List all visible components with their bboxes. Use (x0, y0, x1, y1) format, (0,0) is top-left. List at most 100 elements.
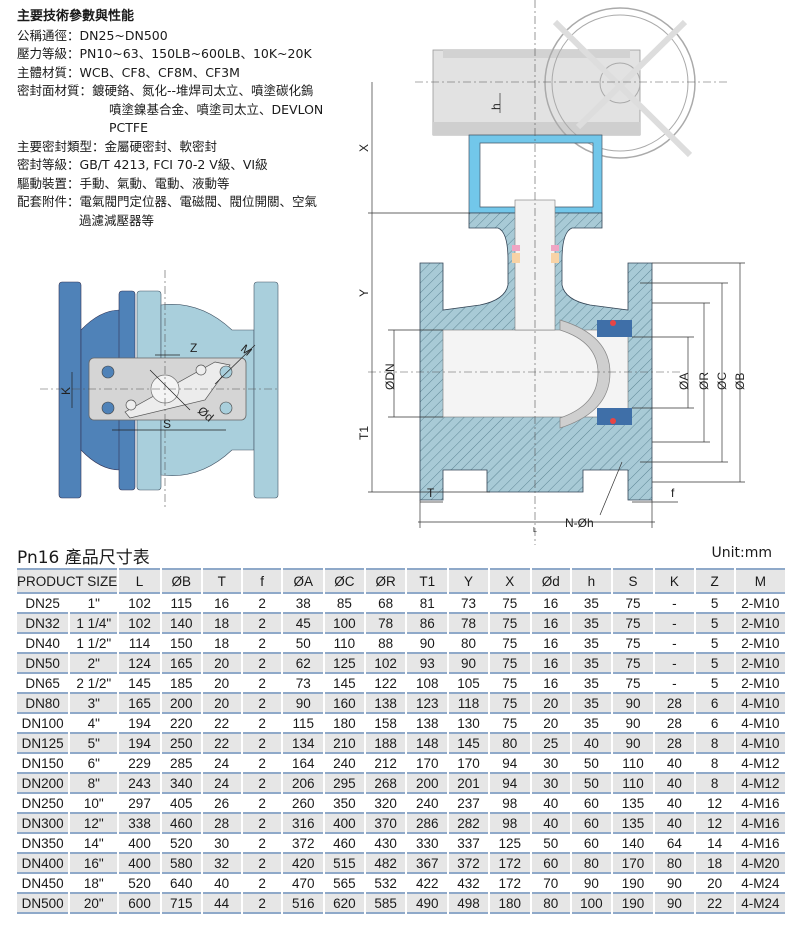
cell-value: 35 (571, 694, 611, 714)
unit-label: Unit:mm (711, 545, 773, 561)
cell-value: 4-M24 (735, 874, 785, 894)
cell-inch: 10" (70, 794, 118, 814)
cell-value: 148 (407, 734, 448, 754)
cell-value: 75 (612, 674, 654, 694)
dim-label-z: Z (190, 341, 197, 355)
cell-value: 180 (325, 714, 364, 734)
dim-label-x: X (357, 144, 371, 152)
cell-value: 515 (325, 854, 364, 874)
cell-value: 422 (407, 874, 448, 894)
cell-value: 73 (449, 594, 488, 614)
cell-value: 2 (242, 834, 282, 854)
cell-dn: DN400 (17, 854, 69, 874)
cell-value: 206 (283, 774, 324, 794)
cell-value: 2-M10 (735, 614, 785, 634)
cell-value: 85 (325, 594, 364, 614)
column-header: ØA (283, 568, 324, 594)
cell-value: 2 (242, 654, 282, 674)
cell-value: 135 (612, 814, 654, 834)
cell-value: 24 (202, 754, 241, 774)
cell-value: - (655, 634, 694, 654)
cell-value: - (655, 674, 694, 694)
cell-value: 620 (325, 894, 364, 914)
spec-item: 主要密封類型：金屬硬密封、軟密封 (17, 138, 323, 157)
cell-value: 105 (449, 674, 488, 694)
dim-label-h: h (489, 103, 503, 110)
cell-value: 40 (655, 814, 694, 834)
cell-inch: 3" (70, 694, 118, 714)
dim-label-y: Y (357, 289, 371, 297)
cell-value: 50 (531, 834, 570, 854)
spec-label: 壓力等級： (17, 46, 80, 61)
cell-value: 30 (531, 754, 570, 774)
cell-value: 75 (489, 694, 530, 714)
spec-item: 壓力等級：PN10~63、150LB~600LB、10K~20K (17, 45, 323, 64)
cell-value: 40 (571, 734, 611, 754)
cell-value: 350 (325, 794, 364, 814)
cell-value: 75 (489, 654, 530, 674)
cell-value: 6 (695, 714, 734, 734)
cell-value: 35 (571, 634, 611, 654)
cell-value: 405 (161, 794, 201, 814)
cell-inch: 20" (70, 894, 118, 914)
cell-inch: 1" (70, 594, 118, 614)
cell-inch: 6" (70, 754, 118, 774)
cell-value: 316 (283, 814, 324, 834)
cell-value: 30 (202, 834, 241, 854)
cell-value: 16 (531, 654, 570, 674)
dim-label-k: K (59, 387, 73, 395)
cell-value: 40 (531, 814, 570, 834)
cell-value: 20 (531, 714, 570, 734)
cell-value: 145 (449, 734, 488, 754)
cell-value: 90 (283, 694, 324, 714)
cell-dn: DN100 (17, 714, 69, 734)
cell-value: 285 (161, 754, 201, 774)
cell-value: 124 (119, 654, 160, 674)
cell-value: 16 (531, 614, 570, 634)
cell-value: 102 (119, 614, 160, 634)
cell-value: 532 (365, 874, 406, 894)
cell-value: 90 (655, 874, 694, 894)
cell-value: 8 (695, 754, 734, 774)
cell-value: 80 (531, 894, 570, 914)
cell-value: 135 (612, 794, 654, 814)
cell-value: 125 (489, 834, 530, 854)
cell-value: 165 (161, 654, 201, 674)
cell-value: 470 (283, 874, 324, 894)
column-header: h (571, 568, 611, 594)
dim-label-t: T (427, 486, 435, 500)
cell-value: 190 (612, 874, 654, 894)
spec-value: 電氣閥門定位器、電磁閥、閥位開關、空氣 (79, 194, 318, 209)
cell-value: 237 (449, 794, 488, 814)
cell-value: 400 (119, 854, 160, 874)
cell-value: 2-M10 (735, 674, 785, 694)
cell-dn: DN500 (17, 894, 69, 914)
cell-dn: DN125 (17, 734, 69, 754)
spec-value: GB/T 4213, FCI 70-2 V級、VI級 (79, 157, 268, 172)
cell-value: 2-M10 (735, 634, 785, 654)
cell-value: 210 (325, 734, 364, 754)
cell-value: 6 (695, 694, 734, 714)
spec-value-continued: PCTFE (109, 120, 148, 135)
cell-value: 44 (202, 894, 241, 914)
spec-item: 密封等級：GB/T 4213, FCI 70-2 V級、VI級 (17, 156, 323, 175)
cell-inch: 16" (70, 854, 118, 874)
cell-dn: DN450 (17, 874, 69, 894)
cell-value: 123 (407, 694, 448, 714)
cell-value: 2 (242, 854, 282, 874)
cell-value: 93 (407, 654, 448, 674)
cell-value: - (655, 594, 694, 614)
cell-value: 138 (365, 694, 406, 714)
cell-value: 138 (407, 714, 448, 734)
cell-value: 160 (325, 694, 364, 714)
cell-value: 194 (119, 714, 160, 734)
cell-value: 75 (489, 634, 530, 654)
dim-label-s: S (163, 417, 171, 431)
cell-value: 372 (449, 854, 488, 874)
cell-value: 5 (695, 634, 734, 654)
cell-value: 370 (365, 814, 406, 834)
